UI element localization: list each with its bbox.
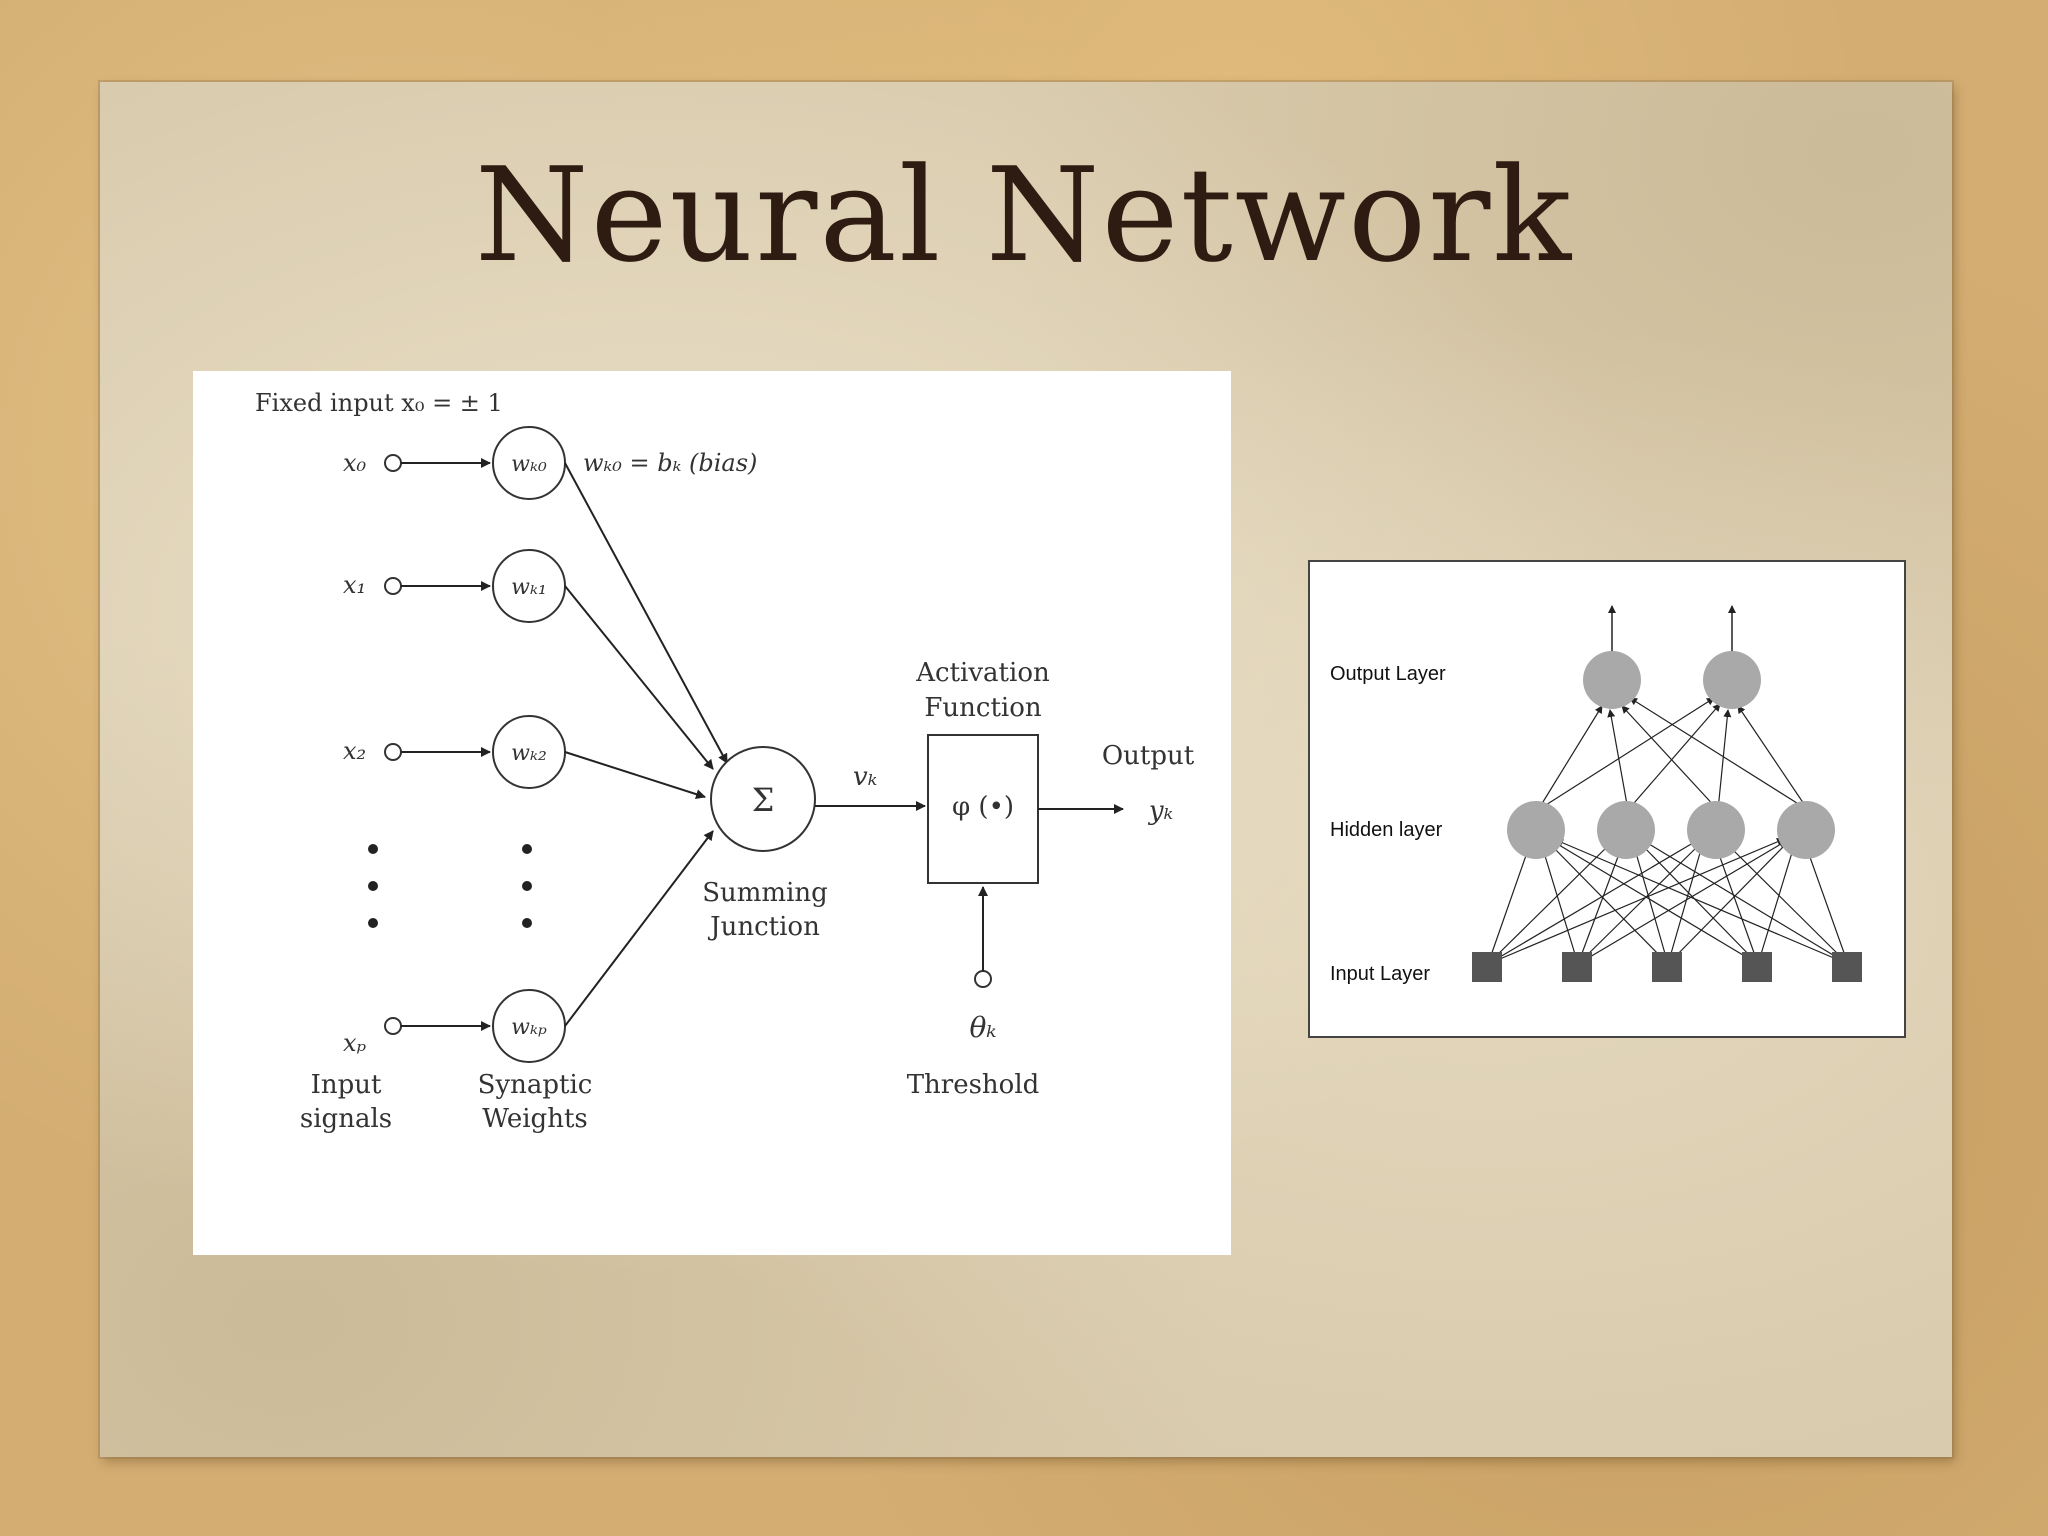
neuron-model-diagram: Fixed input x₀ = ± 1 x₀ wₖ₀ x₁ wₖ₁ x₂ wₖ… — [193, 371, 1231, 1255]
inputs-caption-line1: Input — [311, 1070, 382, 1100]
input-node-2 — [1562, 952, 1592, 982]
activation-label-line2: Function — [924, 693, 1042, 723]
weight-label-p: wₖₚ — [511, 1015, 547, 1040]
weight-label-0: wₖ₀ — [511, 452, 547, 477]
activation-box — [927, 734, 1039, 884]
inputs-caption-line2: signals — [300, 1104, 392, 1134]
v-label: vₖ — [853, 762, 877, 792]
output-node-2 — [1703, 651, 1761, 709]
fixed-input-label: Fixed input x₀ = ± 1 — [255, 389, 503, 417]
summing-junction — [710, 746, 816, 852]
input-node-1 — [384, 577, 402, 595]
input-node-0 — [384, 454, 402, 472]
input-row-0: x₀ wₖ₀ — [343, 426, 566, 500]
activation-label-line1: Activation — [915, 658, 1050, 688]
hidden-layer-label: Hidden layer — [1330, 819, 1443, 841]
input-row-p: xₚ wₖₚ — [343, 989, 566, 1063]
summing-label-line2: Junction — [707, 912, 820, 942]
multilayer-network-diagram: Output Layer Hidden layer Input Layer — [1308, 560, 1906, 1038]
output-value: yₖ — [1148, 796, 1173, 826]
activation-symbol: φ (•) — [952, 792, 1014, 822]
threshold-node — [974, 970, 992, 988]
weights-caption-line1: Synaptic — [478, 1070, 593, 1100]
input-x0: x₀ — [343, 449, 367, 477]
hidden-to-output-connections — [1537, 697, 1809, 811]
weight-to-sum-arrows — [564, 462, 728, 1027]
output-arrows — [1608, 605, 1736, 652]
weight-label-1: wₖ₁ — [511, 575, 547, 600]
input-node-2 — [384, 743, 402, 761]
output-title: Output — [1102, 741, 1195, 771]
input-x1: x₁ — [343, 571, 366, 599]
input-layer-label: Input Layer — [1330, 963, 1430, 985]
weight-label-2: wₖ₂ — [511, 741, 547, 766]
output-node-1 — [1583, 651, 1641, 709]
input-node-p — [384, 1017, 402, 1035]
hidden-node-2 — [1597, 801, 1655, 859]
bias-note: wₖ₀ = bₖ (bias) — [583, 449, 757, 477]
input-node-5 — [1832, 952, 1862, 982]
input-node-4 — [1742, 952, 1772, 982]
input-to-hidden-connections — [1487, 838, 1849, 965]
hidden-node-4 — [1777, 801, 1835, 859]
input-xp: xₚ — [343, 1029, 367, 1057]
input-row-1: x₁ wₖ₁ — [343, 549, 566, 623]
threshold-symbol: θₖ — [969, 1011, 996, 1044]
threshold-label: Threshold — [907, 1070, 1040, 1100]
input-row-2: x₂ wₖ₂ — [343, 715, 566, 789]
input-node-3 — [1652, 952, 1682, 982]
weights-caption-line2: Weights — [482, 1104, 588, 1134]
hidden-node-3 — [1687, 801, 1745, 859]
hidden-node-1 — [1507, 801, 1565, 859]
ellipsis-dots — [368, 844, 532, 928]
input-node-1 — [1472, 952, 1502, 982]
summing-symbol: Σ — [752, 781, 775, 819]
output-layer-label: Output Layer — [1330, 663, 1446, 685]
slide-title: Neural Network — [474, 139, 1574, 291]
input-x2: x₂ — [343, 737, 366, 765]
summing-label-line1: Summing — [702, 878, 828, 908]
